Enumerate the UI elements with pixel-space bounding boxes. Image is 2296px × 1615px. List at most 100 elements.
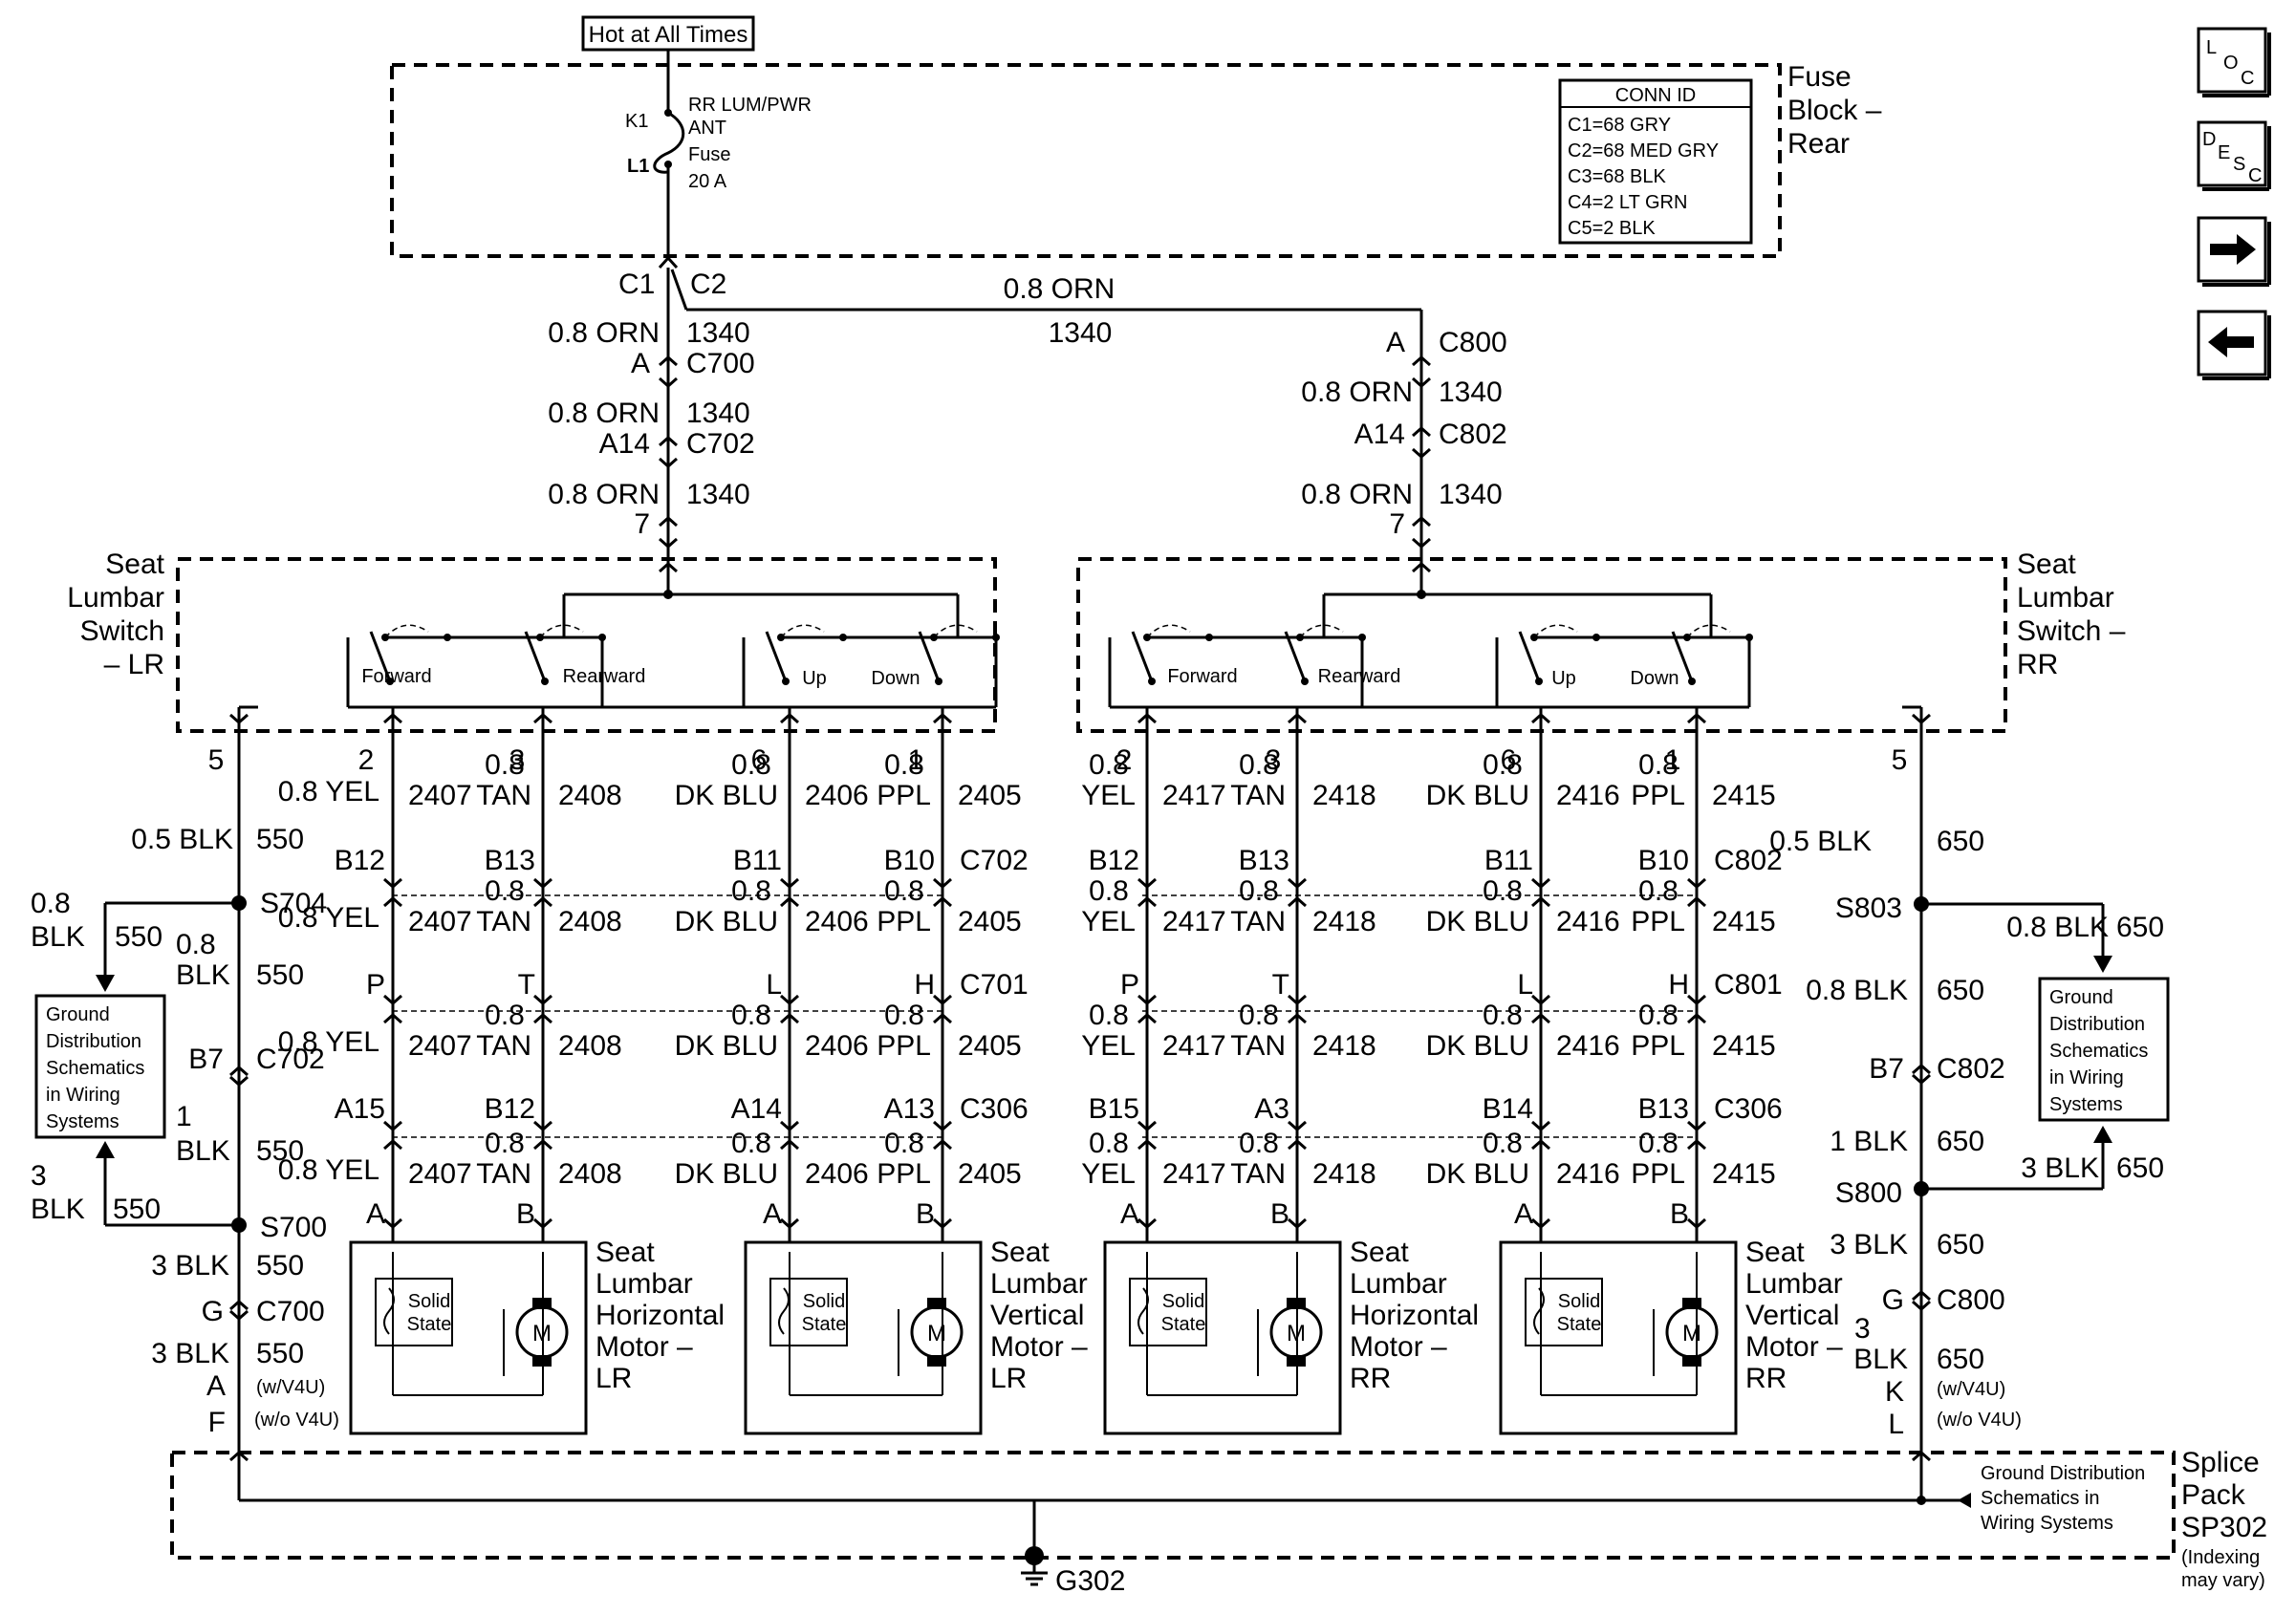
splice-gd-text: Wiring Systems (1981, 1513, 2113, 1534)
prev-button[interactable] (2197, 310, 2271, 380)
connector-pin: B13 (1638, 1093, 1689, 1125)
switch-rr-rearward: Rearward (1318, 666, 1401, 687)
wire-color: TAN (1230, 906, 1286, 937)
switch-lever (1518, 631, 1541, 682)
connector-pin: A13 (884, 1093, 935, 1125)
connector-id: C306 (960, 1093, 1029, 1125)
wire-gauge: 0.8 (884, 749, 924, 781)
right-mid-circuit: 650 (1937, 975, 1984, 1006)
connector-chevron (383, 1138, 402, 1151)
switch-internals (346, 559, 1753, 709)
wire-color: PPL (877, 906, 931, 937)
right-blk3b-b: BLK (1853, 1344, 1908, 1375)
connector-chevron (659, 377, 678, 389)
connector-chevron (1288, 1138, 1307, 1151)
connector-pin: B (1670, 1198, 1689, 1230)
desc-button[interactable]: D E S C (2197, 120, 2271, 191)
switch-contact (444, 634, 451, 641)
connector-chevron (1137, 1012, 1157, 1024)
conn-id-row: C5=2 BLK (1568, 218, 1656, 239)
right-branch-bottom-wire: 3 BLK (2021, 1152, 2099, 1184)
switch-lever (369, 631, 392, 682)
connector-chevron (1137, 712, 1157, 724)
wire-color: DK BLU (1426, 906, 1529, 937)
right-mid-wire: 0.8 BLK (1806, 975, 1908, 1006)
switch-lever (1131, 631, 1154, 682)
left-mid-wire-1: 0.8 (176, 929, 216, 960)
connector-id: C701 (960, 969, 1029, 1001)
wire-gauge: 0.8 (731, 749, 771, 781)
switch-rr-title: Lumbar (2017, 582, 2114, 614)
wire-gauge: 0.8 (731, 1128, 771, 1159)
left-mid-wire-2: BLK (176, 959, 230, 991)
right-feed-pin-3: 7 (1389, 508, 1405, 540)
solid-state-label: Solid (1162, 1291, 1204, 1312)
wire-color: DK BLU (675, 1030, 778, 1062)
switch-lr-title: Lumbar (67, 582, 164, 614)
wire-color: YEL (1081, 906, 1136, 937)
connector-chevron (383, 1120, 402, 1132)
right-ground-labels: 0.5 BLK 650 S803 0.8 BLK 650 0.8 BLK 650… (1769, 826, 2170, 1440)
wire-color: TAN (476, 1158, 531, 1190)
connector-chevron (1412, 537, 1431, 549)
wire-color: 0.8 YEL (278, 902, 379, 934)
wire-circuit: 2406 (805, 1158, 869, 1190)
wire-circuit: 2415 (1712, 1030, 1776, 1062)
left-mid-circuit: 550 (256, 959, 304, 991)
right-gd-text: Systems (2049, 1094, 2123, 1115)
connector-chevron (659, 457, 678, 469)
switch-lr-rearward: Rearward (563, 666, 646, 687)
left-branch-bottom-wire-2: BLK (31, 1194, 85, 1225)
left-branch-top-wire-1: 0.8 (31, 888, 71, 919)
right-blk1: 1 BLK (1830, 1126, 1908, 1157)
fuse-block-title-3: Rear (1787, 128, 1850, 160)
switch-lr-pin: 5 (208, 744, 225, 776)
switch-arc (933, 624, 978, 638)
connector-chevron (383, 1217, 402, 1230)
connector-chevron (1412, 561, 1431, 573)
left-gd-text: in Wiring (46, 1085, 120, 1106)
wire-gauge: 0.8 (731, 875, 771, 907)
left-feed-circuit-2: 1340 (686, 398, 750, 429)
connector-chevron (1412, 377, 1431, 389)
wire-color: TAN (1230, 780, 1286, 811)
arrow-down-icon (2093, 956, 2112, 973)
connector-pin: L (766, 969, 782, 1001)
connector-chevron (659, 537, 678, 549)
wire-circuit: 2416 (1556, 906, 1620, 937)
loc-button[interactable]: L O C (2197, 27, 2271, 97)
wire-color: YEL (1081, 1158, 1136, 1190)
left-blk1-b: BLK (176, 1135, 230, 1167)
switch-arc (1533, 624, 1578, 638)
right-wo-v4u: (w/o V4U) (1937, 1410, 2022, 1431)
wire-circuit: 2416 (1556, 780, 1620, 811)
solid-state-label: Solid (1558, 1291, 1600, 1312)
switch-rr-pin: 6 (1501, 744, 1517, 776)
connector-chevron (229, 713, 249, 725)
connector-pin: A3 (1254, 1093, 1289, 1125)
switch-rr-title: Switch – (2017, 615, 2126, 647)
left-b7: B7 (188, 1044, 224, 1075)
switch-lever (765, 631, 788, 682)
connector-chevron (1412, 425, 1431, 438)
switch-contact (541, 678, 549, 685)
connector-chevron (1687, 712, 1706, 724)
next-button[interactable] (2197, 216, 2271, 287)
connector-chevron (1687, 1012, 1706, 1024)
fuse-name-4: 20 A (688, 171, 727, 192)
s803-label: S803 (1835, 893, 1902, 924)
motor-title: Motor – (1745, 1331, 1843, 1363)
switch-lever (1671, 631, 1694, 682)
connector-chevron (933, 1120, 952, 1132)
switch-lr-title: – LR (104, 649, 164, 680)
switch-rr-up: Up (1551, 668, 1576, 689)
right-branch-top-wire: 0.8 BLK (2006, 912, 2109, 943)
switch-lr-title: Seat (105, 549, 164, 580)
solid-state-label: Solid (408, 1291, 450, 1312)
left-feed-wire-3: 0.8 ORN (548, 479, 660, 510)
splice-title: SP302 (2181, 1512, 2267, 1543)
switch-rr-down: Down (1630, 668, 1679, 689)
